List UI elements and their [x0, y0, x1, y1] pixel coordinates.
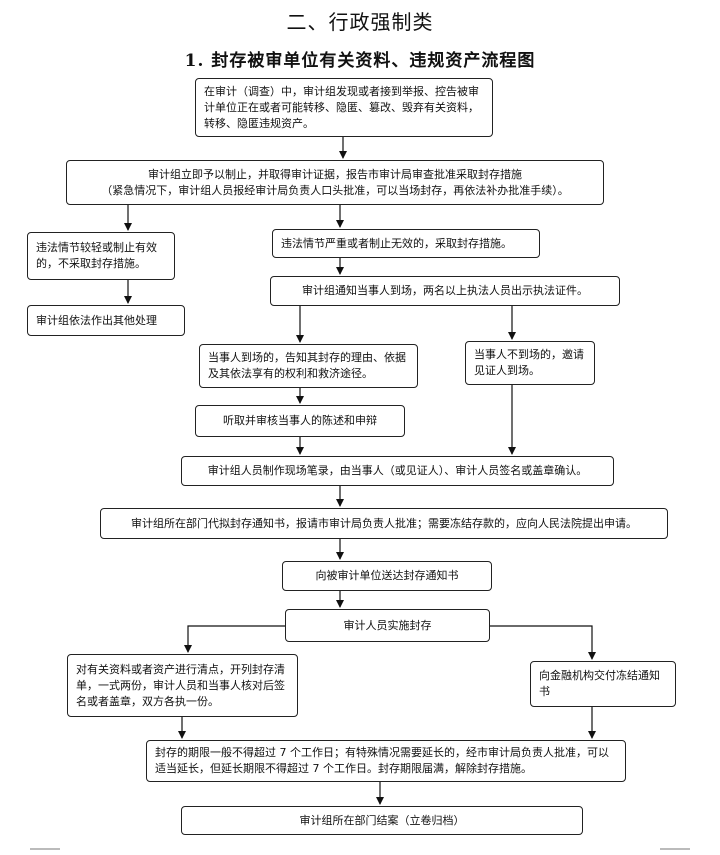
node-record: 审计组人员制作现场笔录，由当事人（或见证人）、审计人员签名或盖章确认。 [181, 456, 614, 486]
node-stop: 审计组立即予以制止，并取得审计证据，报告市审计局审查批准采取封存措施 （紧急情况… [66, 160, 604, 205]
node-notify: 审计组通知当事人到场，两名以上执法人员出示执法证件。 [270, 276, 620, 306]
node-freeze: 向金融机构交付冻结通知书 [530, 661, 676, 707]
node-close: 审计组所在部门结案（立卷归档） [181, 806, 583, 835]
page-title: 二、行政强制类 [286, 10, 434, 34]
node-hear: 听取并审核当事人的陈述和申辩 [195, 405, 405, 437]
node-serious: 违法情节严重或者制止无效的，采取封存措施。 [272, 229, 540, 258]
flowchart-title: 1. 封存被审单位有关资料、违规资产流程图 [184, 51, 536, 71]
node-seal: 审计人员实施封存 [285, 609, 490, 642]
page-corner-mark-left [30, 848, 60, 850]
node-period: 封存的期限一般不得超过 7 个工作日；有特殊情况需要延长的，经市审计局负责人批准… [146, 740, 626, 782]
node-discover: 在审计（调查）中，审计组发现或者接到举报、控告被审计单位正在或者可能转移、隐匿、… [195, 78, 493, 137]
node-minor: 违法情节较轻或制止有效的，不采取封存措施。 [27, 232, 175, 280]
node-draft: 审计组所在部门代拟封存通知书，报请市审计局负责人批准；需要冻结存款的，应向人民法… [100, 508, 668, 539]
node-present: 当事人到场的，告知其封存的理由、依据及其依法享有的权利和救济途径。 [199, 344, 418, 388]
node-deliver: 向被审计单位送达封存通知书 [282, 561, 492, 591]
node-other: 审计组依法作出其他处理 [27, 305, 185, 336]
node-inventory: 对有关资料或者资产进行清点，开列封存清单，一式两份，审计人员和当事人核对后签名或… [67, 654, 298, 717]
page-corner-mark-right [660, 848, 690, 850]
arrow-seal-to-inventory [184, 625, 285, 653]
node-absent: 当事人不到场的，邀请见证人到场。 [465, 341, 595, 385]
arrow-seal-to-freeze [490, 625, 596, 660]
